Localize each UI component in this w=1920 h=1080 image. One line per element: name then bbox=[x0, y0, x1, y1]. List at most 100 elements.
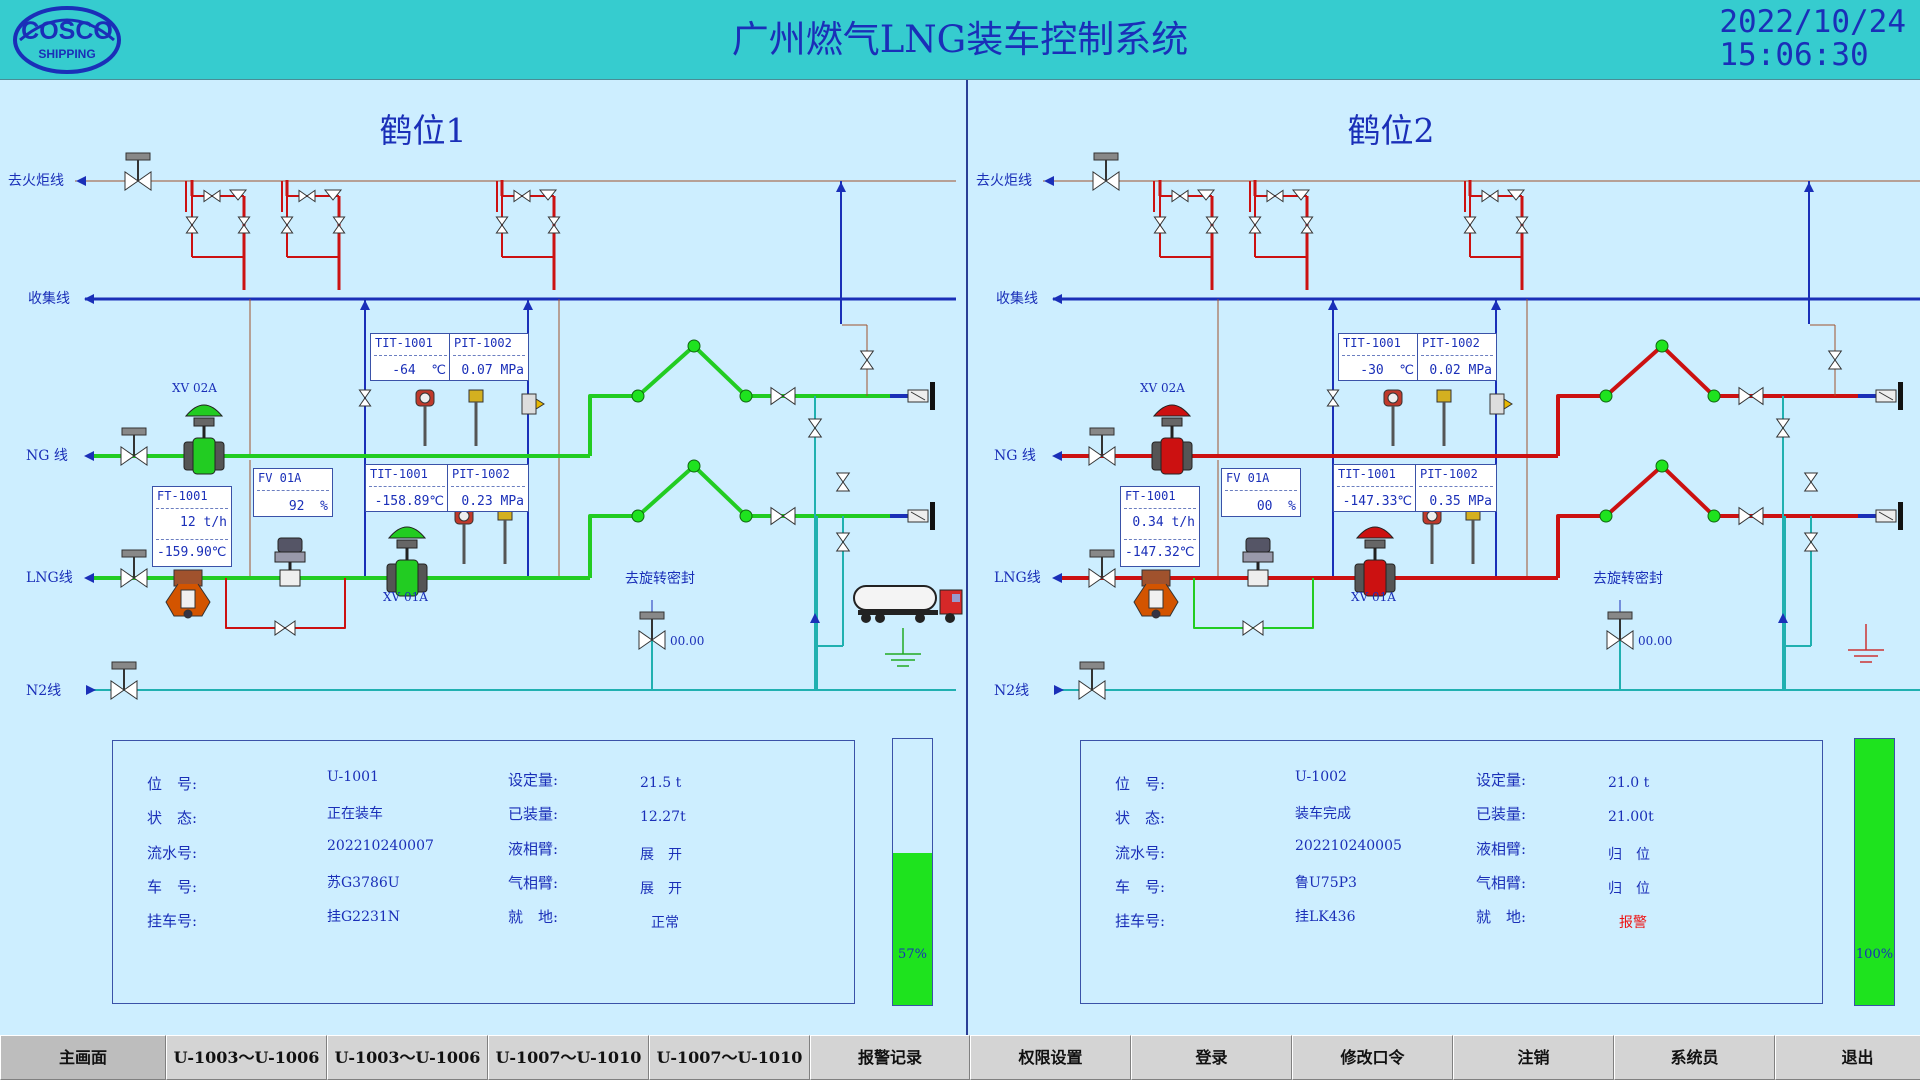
gate-valve-icon[interactable] bbox=[237, 216, 251, 234]
lng-line-manual-valve-icon[interactable] bbox=[1088, 549, 1116, 589]
purge-valve-icon[interactable] bbox=[1803, 472, 1819, 492]
collection-valve-icon[interactable] bbox=[358, 389, 372, 407]
ft1001-flowmeter-icon bbox=[165, 569, 211, 619]
xv02a-label: XV 02A bbox=[1140, 381, 1185, 395]
gate-valve-icon[interactable] bbox=[280, 216, 294, 234]
nav-button-6[interactable]: 报警记录 bbox=[810, 1035, 970, 1080]
indicator-reading: 92 % bbox=[289, 499, 328, 514]
indicator-tag: FV 01A bbox=[258, 471, 302, 485]
ng-relief-valve-icon bbox=[521, 393, 545, 415]
nav-button-3[interactable]: U-1003～U-1006 bbox=[327, 1035, 488, 1080]
gate-valve-icon[interactable] bbox=[1515, 216, 1529, 234]
collection-valve-icon[interactable] bbox=[1326, 389, 1340, 407]
lng-bypass-valve-icon[interactable] bbox=[1242, 620, 1264, 636]
xv01a-valve-icon[interactable] bbox=[1354, 526, 1396, 597]
info-value-loaded: 12.27t bbox=[640, 809, 686, 825]
check-valve-icon[interactable] bbox=[203, 189, 221, 203]
time-text: 15:06:30 bbox=[1719, 37, 1869, 73]
gate-valve-icon[interactable] bbox=[1463, 216, 1477, 234]
nav-button-9[interactable]: 修改口令 bbox=[1292, 1035, 1453, 1080]
ng-line-manual-valve-icon[interactable] bbox=[1088, 427, 1116, 467]
info-value-pos: U-1001 bbox=[327, 769, 379, 785]
nav-button-2[interactable]: U-1003～U-1006 bbox=[166, 1035, 327, 1080]
xv02a-valve-icon[interactable] bbox=[183, 404, 225, 475]
fv01a-valve-icon[interactable] bbox=[1242, 537, 1274, 587]
check-valve-icon[interactable] bbox=[1481, 189, 1499, 203]
swivel-joint-icon bbox=[687, 459, 701, 473]
ng-arm-valve-icon[interactable] bbox=[770, 386, 796, 406]
process-diagram bbox=[1043, 152, 1920, 701]
nav-button-7[interactable]: 权限设置 bbox=[970, 1035, 1131, 1080]
xv01a-valve-icon[interactable] bbox=[386, 526, 428, 597]
lng-arm-valve-icon[interactable] bbox=[770, 506, 796, 526]
truck-ground-icon bbox=[885, 628, 921, 667]
check-valve-icon bbox=[323, 189, 343, 201]
indicator-tag: TIT-1001 bbox=[375, 336, 433, 350]
ng-line-label: NG 线 bbox=[26, 448, 68, 464]
indicator-reading: 00 % bbox=[1257, 499, 1296, 514]
truck-ground-alarm-icon bbox=[1848, 624, 1884, 663]
gate-valve-icon[interactable] bbox=[332, 216, 346, 234]
seal-line-valve-icon[interactable] bbox=[1606, 611, 1634, 651]
purge-valve-icon[interactable] bbox=[1803, 532, 1819, 552]
ng-arm-valve-icon[interactable] bbox=[1738, 386, 1764, 406]
header-bar: COSCO SHIPPING 广州燃气LNG装车控制系统 2022/10/24 … bbox=[0, 0, 1920, 80]
n2-line-label: N2线 bbox=[26, 683, 62, 699]
purge-valve-icon[interactable] bbox=[1775, 418, 1791, 438]
purge-valve-icon[interactable] bbox=[807, 418, 823, 438]
lng-line-label: LNG线 bbox=[26, 570, 73, 586]
check-valve-icon[interactable] bbox=[298, 189, 316, 203]
flare-line-manual-valve-icon[interactable] bbox=[1092, 152, 1120, 192]
date-text: 2022/10/24 bbox=[1719, 4, 1906, 40]
lng-arm-valve-icon[interactable] bbox=[1738, 506, 1764, 526]
nav-button-8[interactable]: 登录 bbox=[1131, 1035, 1292, 1080]
nav-button-10[interactable]: 注销 bbox=[1453, 1035, 1614, 1080]
indicator-separator bbox=[369, 486, 445, 487]
nav-button-1[interactable]: 主画面 bbox=[0, 1035, 166, 1080]
flow-arrow-icon bbox=[84, 294, 94, 304]
flare-line-manual-valve-icon[interactable] bbox=[124, 152, 152, 192]
ng-loading-arm bbox=[1556, 344, 1748, 456]
bypass-valve-group-1 bbox=[185, 180, 251, 290]
check-valve-icon[interactable] bbox=[1171, 189, 1189, 203]
info-key-liquid: 液相臂: bbox=[1476, 840, 1527, 858]
gate-valve-icon[interactable] bbox=[1248, 216, 1262, 234]
gate-valve-icon[interactable] bbox=[1205, 216, 1219, 234]
xv02a-valve-icon[interactable] bbox=[1151, 404, 1193, 475]
flow-arrow-icon bbox=[1491, 300, 1501, 310]
lng-bypass-valve-icon[interactable] bbox=[274, 620, 296, 636]
n2-line-manual-valve-icon[interactable] bbox=[1078, 661, 1106, 701]
indicator-reading: -64 ℃ bbox=[392, 363, 446, 378]
ng-arm-vent-valve-icon[interactable] bbox=[1827, 350, 1843, 370]
purge-valve-icon[interactable] bbox=[835, 472, 851, 492]
gate-valve-icon[interactable] bbox=[185, 216, 199, 234]
indicator-value: 0.02 MPa bbox=[1429, 363, 1492, 378]
flow-arrow-icon bbox=[86, 685, 96, 695]
info-key-loaded: 已装量: bbox=[508, 805, 559, 823]
gate-valve-icon[interactable] bbox=[1153, 216, 1167, 234]
purge-valve-icon[interactable] bbox=[835, 532, 851, 552]
check-valve-icon[interactable] bbox=[513, 189, 531, 203]
nav-button-5[interactable]: U-1007～U-1010 bbox=[649, 1035, 810, 1080]
gate-valve-icon[interactable] bbox=[1300, 216, 1314, 234]
nav-button-12[interactable]: 退出 bbox=[1775, 1035, 1920, 1080]
lng-line-manual-valve-icon[interactable] bbox=[120, 549, 148, 589]
check-valve-icon[interactable] bbox=[1266, 189, 1284, 203]
flow-arrow-icon bbox=[84, 573, 94, 583]
indicator-separator bbox=[451, 486, 525, 487]
gate-valve-icon[interactable] bbox=[547, 216, 561, 234]
indicator-tag: TIT-1001 bbox=[1343, 336, 1401, 350]
indicator-value: -147.33℃ bbox=[1342, 494, 1412, 509]
seal-line-valve-icon[interactable] bbox=[638, 611, 666, 651]
bypass-valve-group-3 bbox=[1463, 180, 1529, 290]
gate-valve-icon[interactable] bbox=[495, 216, 509, 234]
ng-arm-vent-valve-icon[interactable] bbox=[859, 350, 875, 370]
info-key-truck: 车 号: bbox=[147, 878, 198, 896]
n2-line-manual-valve-icon[interactable] bbox=[110, 661, 138, 701]
nav-button-4[interactable]: U-1007～U-1010 bbox=[488, 1035, 649, 1080]
fv01a-valve-icon[interactable] bbox=[274, 537, 306, 587]
nav-button-11[interactable]: 系统员 bbox=[1614, 1035, 1775, 1080]
indicator-value: -30 bbox=[1360, 363, 1384, 378]
lng-tanker-truck-icon bbox=[853, 585, 963, 623]
ng-line-manual-valve-icon[interactable] bbox=[120, 427, 148, 467]
